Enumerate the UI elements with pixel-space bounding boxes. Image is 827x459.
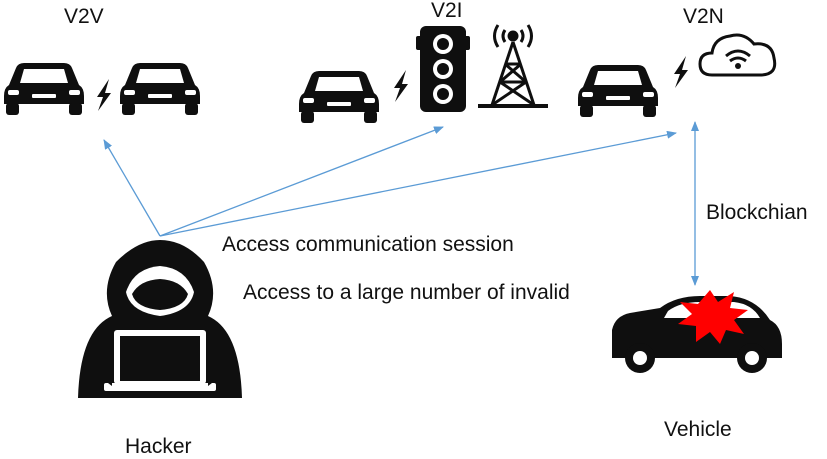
traffic-light-icon: [416, 26, 470, 112]
cloud-wifi-icon: [698, 33, 777, 77]
radio-tower-icon: [478, 24, 548, 108]
hooded-hacker-icon: [78, 240, 242, 398]
attack-label-session: Access communication session: [222, 233, 514, 256]
arrow-to-v2v: [103, 139, 161, 237]
v2n-label: V2N: [683, 5, 724, 28]
v2v-label: V2V: [64, 5, 104, 28]
v2i-lightning-icon: [394, 70, 408, 102]
hacker-label: Hacker: [125, 435, 192, 458]
attack-arrows: [103, 121, 699, 286]
v2n-car-icon: [578, 65, 658, 117]
v2n-lightning-icon: [674, 56, 688, 88]
v2i-label: V2I: [431, 0, 463, 22]
vehicle-label: Vehicle: [664, 418, 732, 441]
attack-label-invalid: Access to a large number of invalid: [243, 281, 570, 304]
v2v-car-left-icon: [4, 63, 84, 115]
v2v-car-right-icon: [120, 63, 200, 115]
explosion-icon: [678, 290, 748, 344]
arrow-to-v2i: [159, 126, 444, 237]
blockchain-label: Blockchian: [706, 201, 808, 224]
v2i-car-icon: [299, 71, 379, 123]
v2v-lightning-icon: [97, 79, 111, 111]
arrow-to-v2n: [159, 130, 677, 237]
